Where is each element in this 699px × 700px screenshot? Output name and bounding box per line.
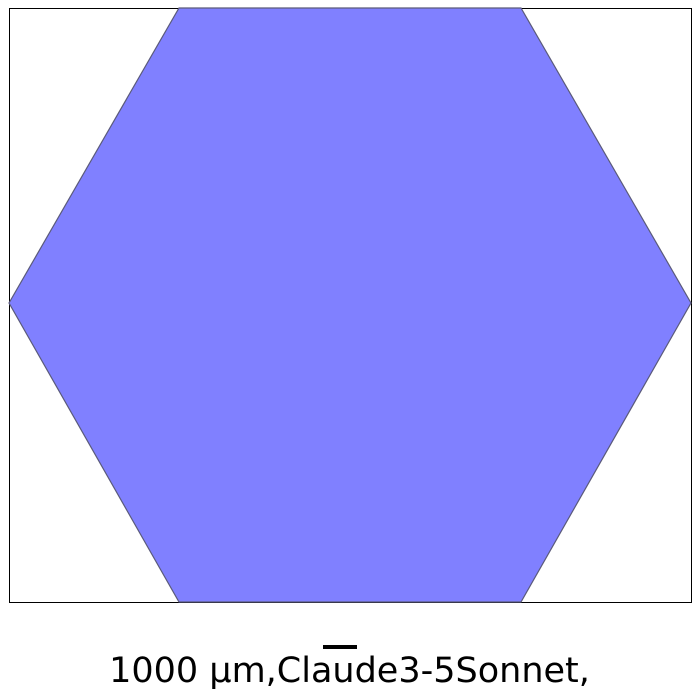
plot-area: [8, 7, 692, 603]
scale-bar: [323, 645, 357, 649]
hexagon-shape: [8, 7, 692, 603]
scale-caption: 1000 μm,Claude3-5Sonnet,: [109, 651, 590, 691]
